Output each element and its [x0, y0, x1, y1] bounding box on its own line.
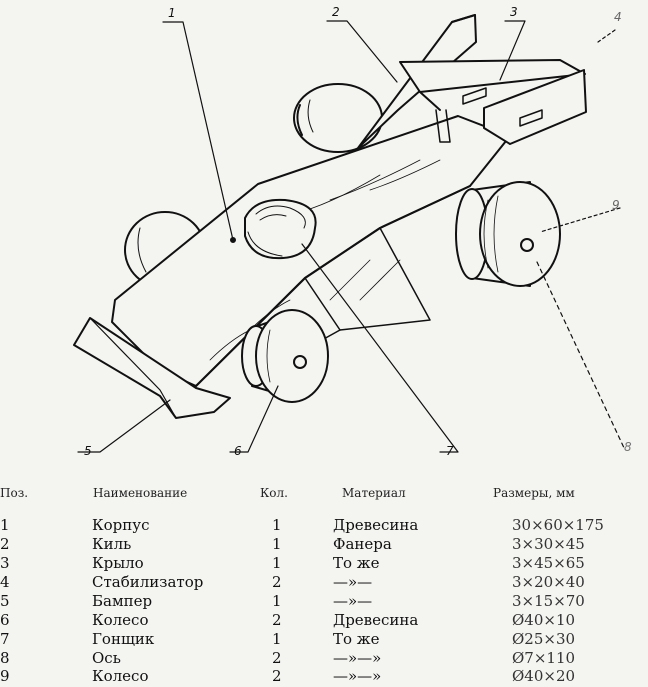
row-qty: 2: [272, 611, 282, 629]
row-qty: 1: [272, 516, 282, 534]
row-qty: 1: [272, 592, 282, 610]
row-name: Гонщик: [92, 630, 155, 648]
table-row: 6 Колесо 2 Древесина Ø40×10: [0, 611, 648, 630]
table-row: 2 Киль 1 Фанера 3×30×45: [0, 535, 648, 554]
callout-8: 8: [624, 440, 632, 454]
callout-4: 4: [614, 10, 622, 24]
driver: [244, 198, 317, 260]
callout-9-top: 9: [612, 198, 620, 212]
callout-2: 2: [332, 5, 340, 19]
row-size: 3×30×45: [512, 535, 585, 553]
row-name: Киль: [92, 535, 132, 553]
row-qty: 2: [272, 649, 282, 667]
row-name: Корпус: [92, 516, 150, 534]
row-material: Фанера: [333, 535, 392, 553]
bumper: [73, 317, 231, 419]
row-material: —»—»: [333, 667, 382, 685]
row-pos: 2: [0, 535, 10, 553]
row-size: Ø25×30: [512, 630, 576, 648]
row-material: Древесина: [333, 611, 419, 629]
row-material: —»—: [333, 573, 373, 591]
front-right-wheel: [241, 309, 329, 403]
row-size: 3×15×70: [512, 592, 585, 610]
row-pos: 9: [0, 667, 10, 685]
table-row: 9 Колесо 2 —»—» Ø40×20: [0, 667, 648, 686]
row-qty: 2: [272, 573, 282, 591]
header-qty: Кол.: [260, 486, 288, 500]
race-car-drawing: [73, 14, 626, 453]
row-material: —»—»: [333, 649, 382, 667]
callout-3: 3: [510, 5, 518, 19]
table-row: 7 Гонщик 1 То же Ø25×30: [0, 630, 648, 649]
callout-6: 6: [234, 444, 242, 458]
row-name: Ось: [92, 649, 121, 667]
row-name: Крыло: [92, 554, 144, 572]
row-qty: 1: [272, 554, 282, 572]
rear-right-wheel: [455, 181, 561, 287]
rear-left-wheel: [293, 83, 383, 153]
header-material: Материал: [342, 486, 406, 500]
row-material: То же: [333, 630, 380, 648]
row-pos: 4: [0, 573, 10, 591]
row-material: Древесина: [333, 516, 419, 534]
row-name: Колесо: [92, 611, 149, 629]
row-size: 30×60×175: [512, 516, 604, 534]
row-pos: 3: [0, 554, 10, 572]
row-name: Колесо: [92, 667, 149, 685]
row-qty: 2: [272, 667, 282, 685]
table-row: 5 Бампер 1 —»— 3×15×70: [0, 592, 648, 611]
header-name: Наименование: [93, 486, 188, 500]
row-pos: 7: [0, 630, 10, 648]
table-row: 1 Корпус 1 Древесина 30×60×175: [0, 516, 648, 535]
table-row: 8 Ось 2 —»—» Ø7×110: [0, 649, 648, 668]
row-size: Ø40×10: [512, 611, 576, 629]
header-size: Размеры, мм: [493, 486, 575, 500]
row-material: —»—: [333, 592, 373, 610]
row-pos: 1: [0, 516, 10, 534]
callout-1: 1: [168, 6, 176, 20]
row-size: Ø40×20: [512, 667, 576, 685]
callout-5: 5: [84, 444, 92, 458]
row-qty: 1: [272, 535, 282, 553]
row-qty: 1: [272, 630, 282, 648]
callout-leaders: [77, 20, 626, 453]
row-pos: 5: [0, 592, 10, 610]
row-size: 3×20×40: [512, 573, 585, 591]
row-size: Ø7×110: [512, 649, 576, 667]
row-name: Стабилизатор: [92, 573, 204, 591]
stabilizer: [483, 69, 587, 145]
row-pos: 6: [0, 611, 10, 629]
table-row: 4 Стабилизатор 2 —»— 3×20×40: [0, 573, 648, 592]
row-size: 3×45×65: [512, 554, 585, 572]
row-name: Бампер: [92, 592, 153, 610]
row-pos: 8: [0, 649, 10, 667]
table-row: 3 Крыло 1 То же 3×45×65: [0, 554, 648, 573]
header-pos: Поз.: [0, 486, 29, 500]
row-material: То же: [333, 554, 380, 572]
callout-7: 7: [446, 444, 454, 458]
wing: [399, 59, 586, 111]
